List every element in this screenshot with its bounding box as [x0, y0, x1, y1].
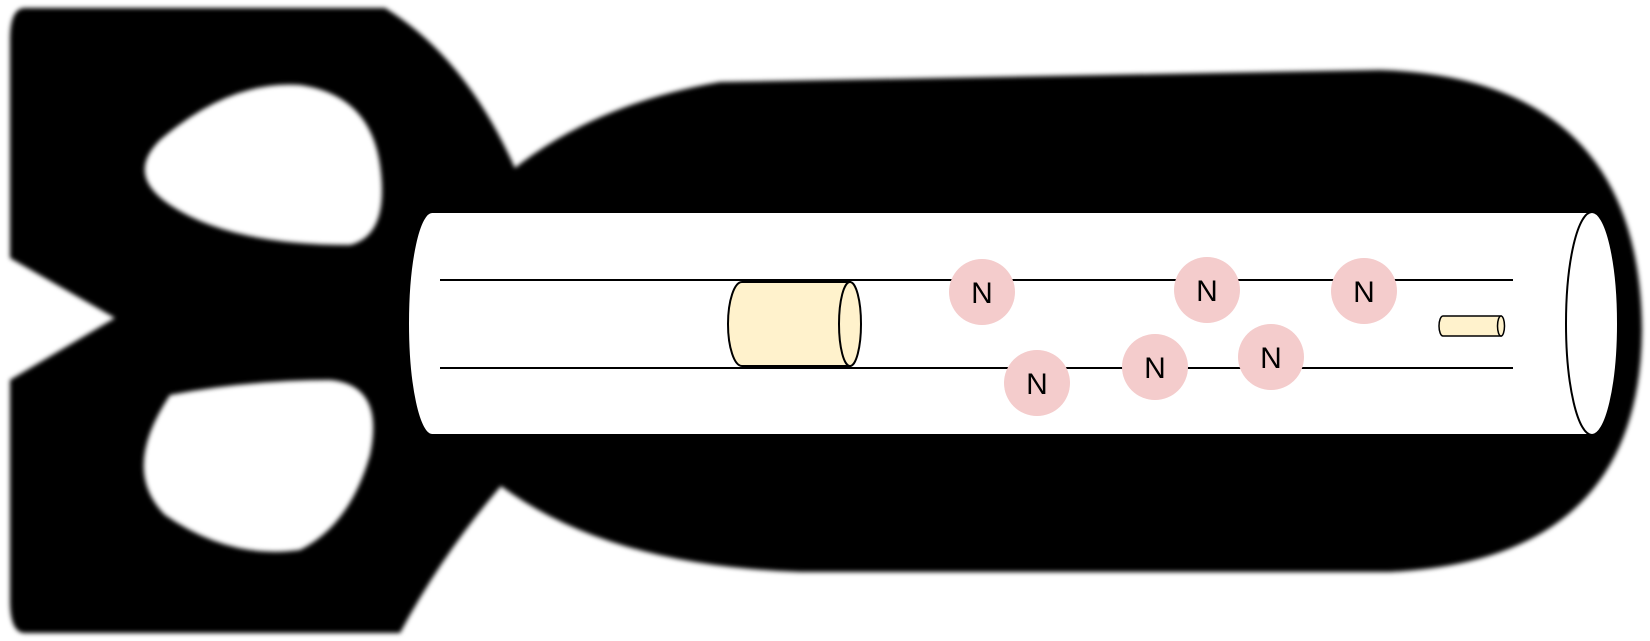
neutron-label: N	[1026, 368, 1048, 401]
neutron-group: N N N N N N	[949, 257, 1397, 416]
neutron: N	[1174, 257, 1240, 323]
neutron-circle	[1004, 350, 1070, 416]
neutron-circle	[1122, 334, 1188, 400]
bomb-tail-fins	[10, 8, 520, 633]
target-cylinder	[1438, 315, 1502, 337]
neutron: N	[949, 259, 1015, 325]
neutron-circle	[1331, 258, 1397, 324]
neutron-label: N	[1353, 276, 1375, 309]
gun-barrel	[407, 211, 1619, 436]
projectile-cylinder	[727, 281, 851, 367]
neutron-label: N	[971, 277, 993, 310]
barrel-muzzle	[1565, 211, 1619, 436]
neutron: N	[1004, 350, 1070, 416]
uranium-target	[1438, 315, 1506, 337]
neutron-label: N	[1196, 275, 1218, 308]
neutron-label: N	[1144, 352, 1166, 385]
target-cap	[1496, 315, 1506, 337]
projectile-cap	[838, 281, 862, 367]
neutron: N	[1122, 334, 1188, 400]
neutron-circle	[1238, 324, 1304, 390]
uranium-projectile	[727, 281, 862, 367]
barrel-tube	[407, 211, 1593, 436]
neutron-circle	[1174, 257, 1240, 323]
neutron: N	[1238, 324, 1304, 390]
neutron: N	[1331, 258, 1397, 324]
neutron-label: N	[1260, 342, 1282, 375]
neutron-circle	[949, 259, 1015, 325]
